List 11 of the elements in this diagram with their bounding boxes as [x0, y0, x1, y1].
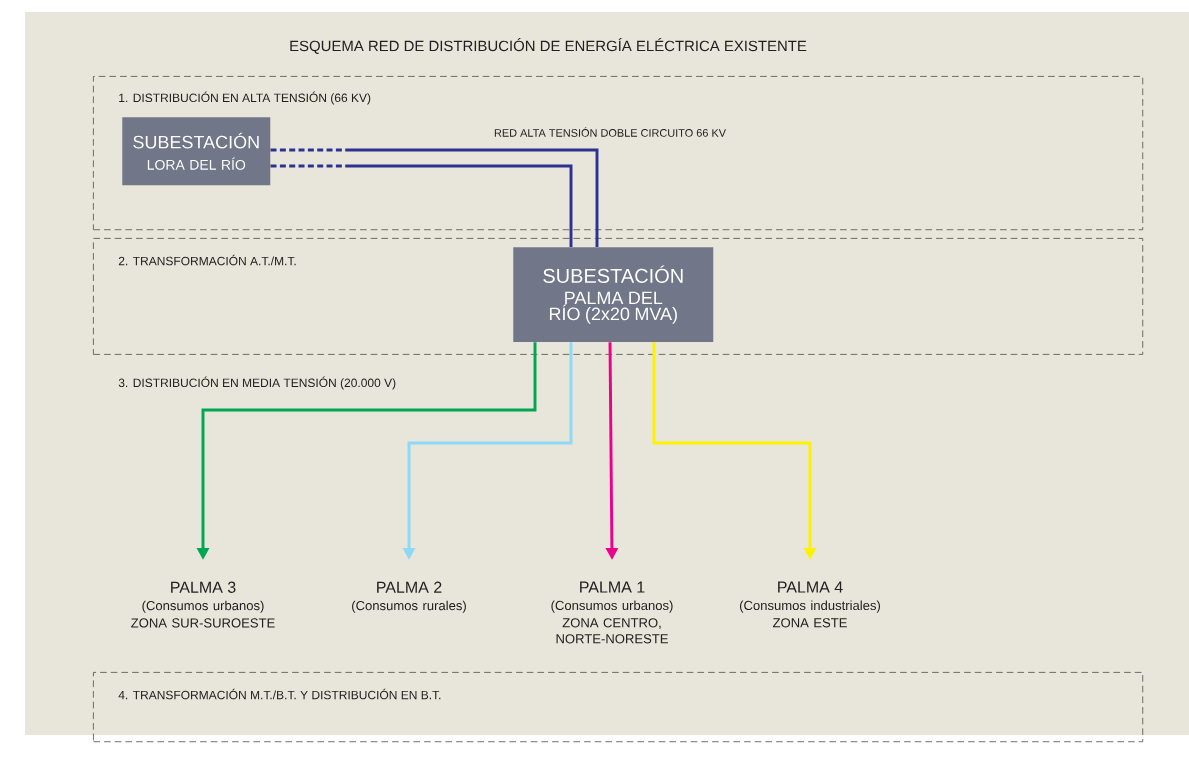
section-label: 3. DISTRIBUCIÓN EN MEDIA TENSIÓN (20.000 V)	[118, 376, 396, 390]
connector	[270, 164, 573, 247]
dashed-band: 4. TRANSFORMACIÓN M.T./B.T. Y DISTRIBUCIÓN EN B.T.	[93, 672, 1144, 743]
connector	[270, 148, 599, 247]
zone-label: PALMA 1 (Consumos urbanos) ZONA CENTRO, NORTE-NORESTE	[551, 581, 673, 644]
zone-label: PALMA 2 (Consumos rurales)	[352, 581, 466, 613]
substation-box: SUBESTACIÓN PALMA DEL RÍO (2x20 MVA)	[513, 247, 714, 342]
title: ESQUEMA RED DE DISTRIBUCIÓN DE ENERGÍA ELÉCTRICA EXISTENTE	[290, 38, 807, 54]
substation-box: SUBESTACIÓN LORA DEL RÍO	[122, 117, 271, 186]
zone-label: PALMA 3 (Consumos urbanos) ZONA SUR-SUROESTE	[131, 581, 275, 628]
zone-label: PALMA 4 (Consumos industriales) ZONA ESTE	[739, 581, 880, 628]
